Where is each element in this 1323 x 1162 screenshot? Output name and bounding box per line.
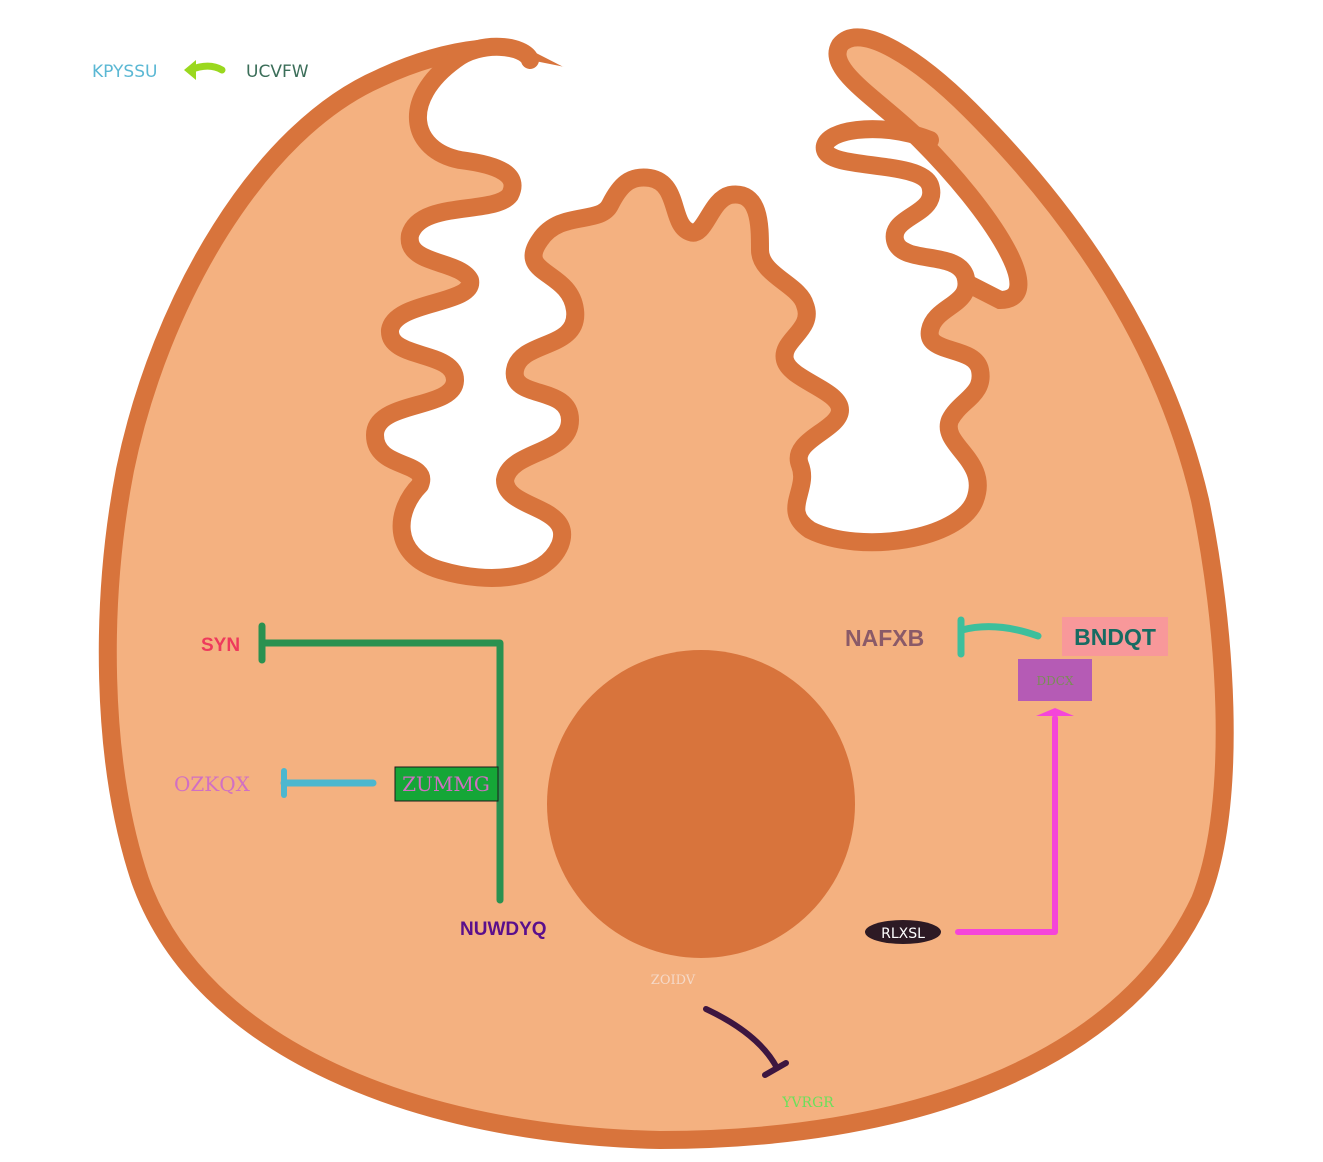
legend-right-label: UCVFW [246, 62, 309, 82]
edge-zoidv-yvrgr [703, 1006, 780, 1071]
node-yvrgr: YVRGR [781, 1095, 834, 1111]
edge-bndqt-nafxb [958, 623, 1042, 640]
node-bndqt-box [1062, 617, 1168, 656]
node-ozkqx: OZKQX [174, 772, 251, 796]
legend-arrowhead-icon [184, 60, 196, 80]
membrane-fold-left [366, 37, 990, 587]
edge-rlxsl-ddcx [955, 715, 1058, 935]
node-nafxb: NAFXB [845, 625, 924, 651]
edge-rlxsl-ddcx-arrowhead [1036, 708, 1074, 716]
node-zoidv: ZOIDV [651, 973, 696, 988]
legend-left-label: KPYSSU [92, 62, 157, 82]
node-zummg: ZUMMG [402, 772, 490, 796]
node-rlxsl-ellipse [865, 920, 941, 944]
node-ddcx-box [1018, 659, 1092, 701]
edge-nuwdyq-syn [258, 639, 504, 904]
node-nuwdyq: NUWDYQ [460, 919, 547, 940]
edge-zoidv-yvrgr-tbar [762, 1060, 789, 1078]
node-bndqt: BNDQT [1074, 624, 1156, 650]
node-syn: SYN [201, 635, 240, 656]
node-rlxsl: RLXSL [881, 926, 925, 942]
node-ddcx: DDCX [1037, 674, 1074, 688]
nucleus [547, 650, 855, 958]
node-zummg-box [394, 766, 499, 802]
